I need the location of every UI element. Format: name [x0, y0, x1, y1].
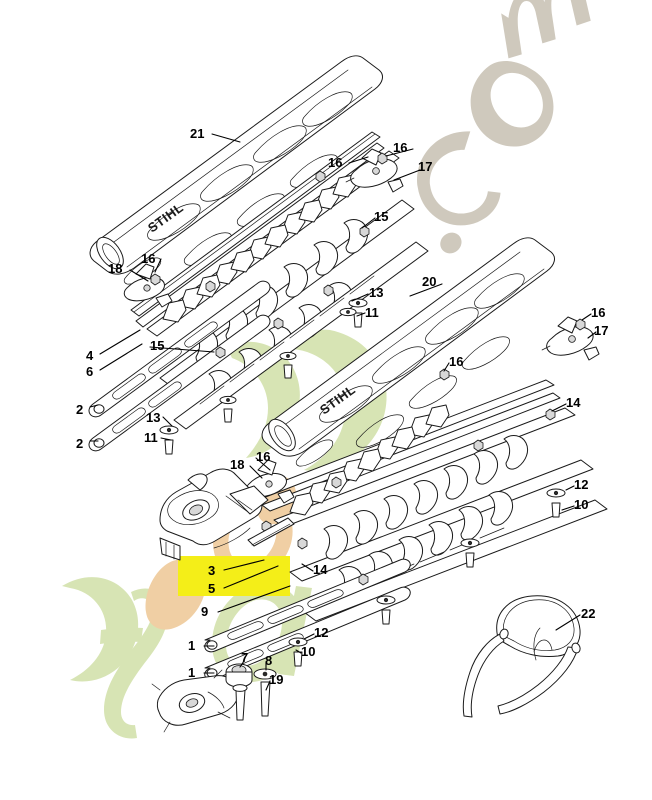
callout-10-a: 10 [574, 497, 588, 512]
callout-13-a: 13 [369, 285, 383, 300]
callout-10-b: 10 [301, 644, 315, 659]
washer-screw-upper [159, 298, 368, 455]
callout-16-e: 16 [449, 354, 463, 369]
gearbox-housing [159, 468, 295, 561]
cutter-blade-serrated-upper [159, 199, 429, 430]
watermark-dotcom [417, 0, 591, 254]
callout-5: 5 [208, 581, 215, 596]
blade-guide-bracket-lower [541, 316, 600, 361]
callout-7: 7 [241, 650, 248, 665]
callout-16-a: 16 [328, 155, 342, 170]
callout-2-b: 2 [76, 436, 83, 451]
callout-11-a: 11 [365, 305, 379, 320]
callout-12-a: 12 [574, 477, 588, 492]
scabbard-lower: STIHL [261, 237, 555, 467]
cutter-bar-upper-group [88, 131, 429, 455]
callout-8: 8 [265, 653, 272, 668]
callout-19: 19 [269, 672, 283, 687]
callout-12-b: 12 [314, 625, 328, 640]
callout-13-b: 13 [146, 410, 160, 425]
callout-15-a: 15 [374, 209, 388, 224]
callout-20: 20 [422, 274, 436, 289]
callout-17-b: 17 [594, 323, 608, 338]
callout-11-b: 11 [144, 430, 158, 445]
callout-1-b: 1 [188, 665, 195, 680]
callout-16-d: 16 [591, 305, 605, 320]
callout-14-b: 14 [313, 562, 328, 577]
washer-screw-lower [288, 488, 566, 667]
callout-16-f: 16 [256, 449, 270, 464]
gearbox-mount-plate [151, 663, 277, 733]
safety-glasses [462, 595, 581, 718]
callout-16-b: 16 [393, 140, 407, 155]
callout-2-a: 2 [76, 402, 83, 417]
callout-9: 9 [201, 604, 208, 619]
selected-part-highlight [178, 556, 290, 596]
fastener-nuts-upper [150, 152, 388, 359]
blade-guide-bracket-upper [345, 148, 404, 193]
callout-6: 6 [86, 364, 93, 379]
callout-17-a: 17 [418, 159, 432, 174]
callout-16-c: 16 [141, 251, 155, 266]
callout-4: 4 [86, 348, 94, 363]
callout-21: 21 [190, 126, 204, 141]
leader-lines [89, 133, 597, 691]
callout-18-a: 18 [108, 261, 122, 276]
fastener-nuts-lower [261, 318, 586, 586]
callout-14-a: 14 [566, 395, 581, 410]
callout-3: 3 [208, 563, 215, 578]
callout-18-b: 18 [230, 457, 244, 472]
callout-22: 22 [581, 606, 595, 621]
callout-1-a: 1 [188, 638, 195, 653]
callout-numbers: 21 16 16 17 15 18 16 20 13 11 16 17 4 15… [76, 126, 608, 687]
cutter-blade-lower [273, 404, 576, 528]
callout-15-b: 15 [150, 338, 164, 353]
scabbard-upper: STIHL [89, 55, 383, 285]
